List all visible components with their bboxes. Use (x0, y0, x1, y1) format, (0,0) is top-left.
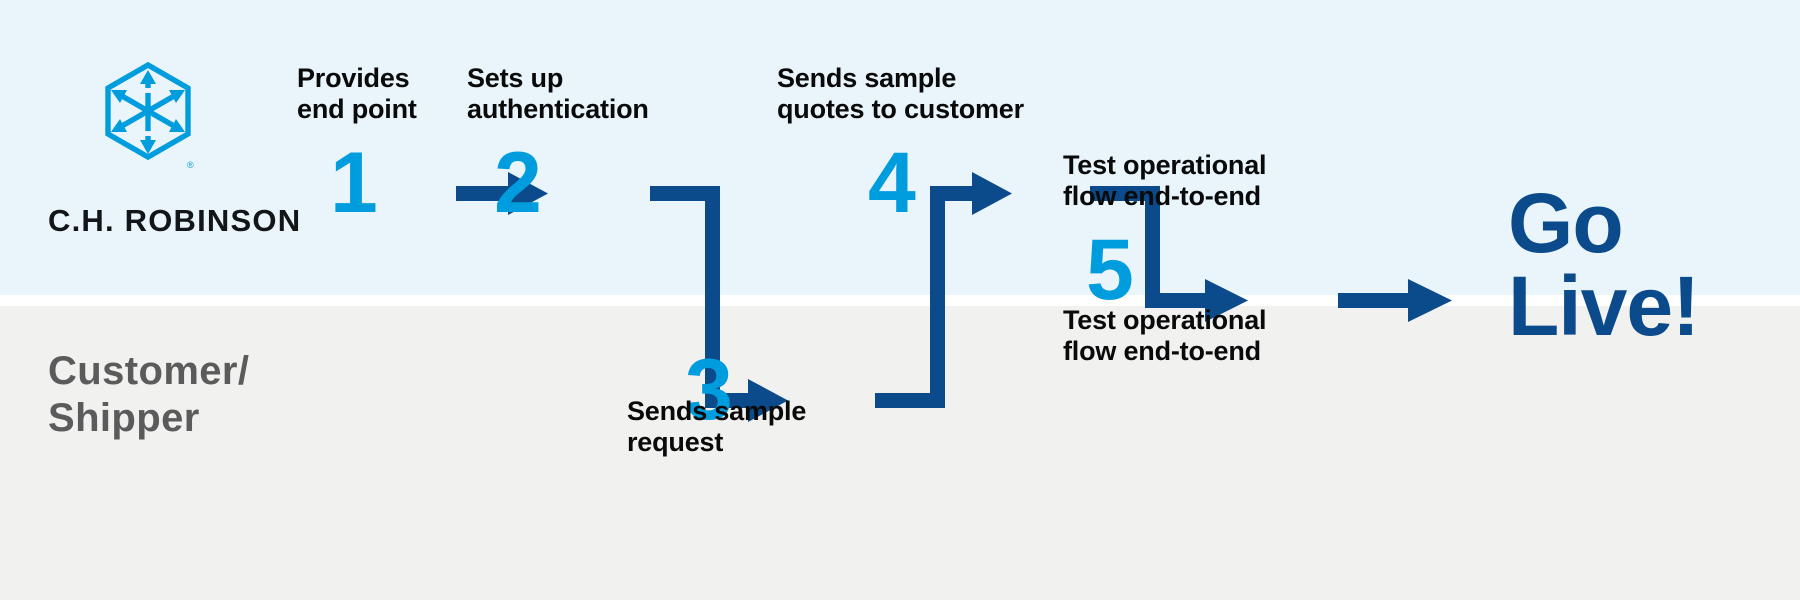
connector-step-1-to-2 (456, 172, 548, 215)
step-label-5-below: Test operational flow end-to-end (1063, 305, 1267, 366)
step-number-3: 3 (685, 342, 733, 438)
lane-divider (0, 295, 1800, 306)
step-label-5-above: Test operational flow end-to-end (1063, 150, 1267, 211)
lane-band-ch-robinson (0, 0, 1800, 295)
step-number-1: 1 (330, 135, 378, 231)
connector-step-4-to-5 (1090, 186, 1248, 322)
outcome-go-live: Go Live! (1508, 176, 1700, 354)
registered-mark: ® (187, 160, 194, 170)
ch-robinson-hex-arrows-icon: ® (103, 61, 195, 172)
lane-label-customer-shipper: Customer/ Shipper (48, 349, 250, 441)
ch-robinson-wordmark: C.H. ROBINSON (48, 203, 302, 238)
connector-step-3-to-4 (875, 172, 1012, 408)
step-label-1: Provides end point (297, 63, 417, 124)
step-label-2: Sets up authentication (467, 63, 649, 124)
lane-band-customer (0, 306, 1800, 600)
step-number-4: 4 (868, 135, 916, 231)
connector-step-2-to-3 (650, 186, 788, 422)
step-label-3: Sends sample request (627, 396, 807, 457)
step-label-4: Sends sample quotes to customer (777, 63, 1024, 124)
step-number-2: 2 (494, 135, 542, 231)
connector-step-5-to-golive (1338, 279, 1452, 322)
step-number-5: 5 (1086, 222, 1134, 318)
